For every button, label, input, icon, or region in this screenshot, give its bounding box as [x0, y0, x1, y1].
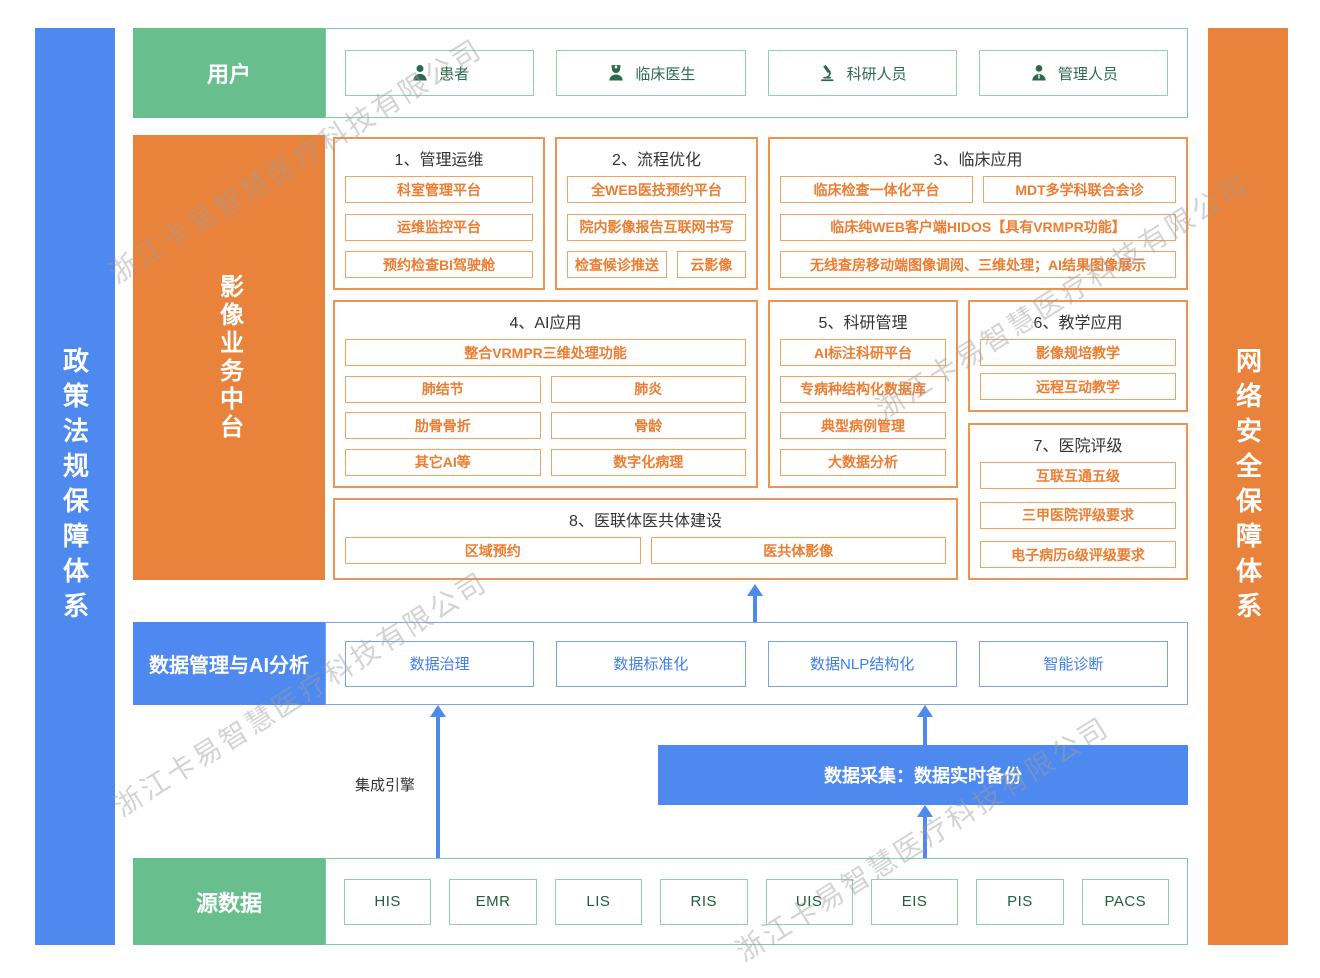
doctor-icon — [609, 65, 624, 81]
platform-item: 数字化病理 — [550, 448, 746, 476]
data-mgmt-row-label: 数据管理与AI分析 — [133, 622, 325, 705]
user-item-label: 临床医生 — [635, 65, 696, 83]
platform-item: 专病种结构化数据库 — [780, 375, 946, 403]
arrow-up-to-collection — [917, 805, 933, 817]
platform-item: 预约检查BI驾驶舱 — [345, 251, 533, 278]
section-teaching-application: 6、教学应用 影像规培教学 远程互动教学 — [968, 300, 1188, 412]
source-system-item: EIS — [870, 878, 959, 925]
platform-item: 肺结节 — [345, 375, 541, 403]
source-data-row: HIS EMR LIS RIS UIS EIS PIS PACS — [325, 858, 1188, 945]
source-data-row-label: 源数据 — [133, 858, 325, 945]
arrow-line — [923, 716, 927, 745]
source-system-item: EMR — [449, 878, 537, 925]
network-security-label: 网络安全保障体系 — [1232, 346, 1263, 627]
platform-item: AI标注科研平台 — [780, 339, 946, 366]
section-clinical-application: 3、临床应用 临床检查一体化平台 MDT多学科联合会诊 临床纯WEB客户端HID… — [768, 137, 1188, 290]
platform-item: 远程互动教学 — [980, 373, 1176, 400]
platform-item: 肺炎 — [550, 375, 746, 403]
platform-item: 互联互通五级 — [980, 462, 1176, 489]
data-mgmt-item: 数据NLP结构化 — [767, 640, 957, 687]
platform-item: 骨龄 — [550, 412, 746, 440]
section-title: 7、医院评级 — [1033, 438, 1123, 455]
patient-icon — [413, 65, 427, 81]
section-title: 3、临床应用 — [933, 152, 1023, 169]
platform-item: 科室管理平台 — [345, 176, 533, 203]
platform-item: 无线查房移动端图像调阅、三维处理；AI结果图像展示 — [780, 251, 1176, 278]
arrow-up-to-data-mgmt — [917, 705, 933, 717]
network-security-bar: 网络安全保障体系 — [1208, 28, 1288, 945]
section-medical-alliance: 8、医联体医共体建设 区域预约 医共体影像 — [333, 498, 958, 580]
platform-item: 影像规培教学 — [980, 339, 1176, 366]
platform-item: 检查候诊推送 — [567, 251, 667, 278]
arrow-line — [436, 716, 440, 858]
user-item-clinician: 临床医生 — [556, 50, 746, 96]
source-system-item: PIS — [976, 878, 1064, 925]
section-ai-application: 4、AI应用 整合VRMPR三维处理功能 肺结节 肺炎 肋骨骨折 骨龄 其它AI… — [333, 300, 758, 488]
data-mgmt-row: 数据治理 数据标准化 数据NLP结构化 智能诊断 — [325, 622, 1188, 705]
source-data-row-label-text: 源数据 — [195, 890, 262, 916]
section-process-optimization: 2、流程优化 全WEB医技预约平台 院内影像报告互联网书写 检查候诊推送 云影像 — [555, 137, 758, 290]
platform-item: 云影像 — [676, 251, 746, 278]
platform-item: 三甲医院评级要求 — [980, 501, 1176, 529]
platform-item: 大数据分析 — [780, 448, 946, 476]
users-row-label: 用户 — [133, 28, 325, 118]
platform-item: 肋骨骨折 — [345, 412, 541, 440]
section-hospital-rating: 7、医院评级 互联互通五级 三甲医院评级要求 电子病历6级评级要求 — [968, 423, 1188, 580]
user-item-manager: 管理人员 — [978, 50, 1168, 96]
user-item-label: 管理人员 — [1057, 65, 1118, 83]
data-mgmt-item: 数据标准化 — [556, 640, 746, 687]
section-title: 6、教学应用 — [1033, 315, 1123, 332]
policy-regulation-bar: 政策法规保障体系 — [35, 28, 115, 945]
policy-regulation-label: 政策法规保障体系 — [59, 346, 90, 627]
source-system-item: UIS — [765, 878, 853, 925]
section-title: 8、医联体医共体建设 — [569, 513, 722, 530]
platform-label-text: 影像业务中台 — [215, 273, 243, 442]
user-item-label: 科研人员 — [846, 65, 907, 83]
section-research-management: 5、科研管理 AI标注科研平台 专病种结构化数据库 典型病例管理 大数据分析 — [768, 300, 958, 488]
admin-icon — [1032, 65, 1046, 81]
user-item-patient: 患者 — [345, 50, 535, 96]
source-system-item: LIS — [554, 878, 643, 925]
section-title: 1、管理运维 — [394, 152, 484, 169]
platform-label: 影像业务中台 — [133, 135, 325, 580]
platform-item: 院内影像报告互联网书写 — [567, 213, 746, 241]
arrow-up-integration-engine — [430, 705, 446, 717]
data-collection-box: 数据采集：数据实时备份 — [658, 745, 1188, 805]
platform-item: 医共体影像 — [650, 537, 946, 564]
arrow-line — [923, 816, 927, 858]
data-mgmt-row-label-text: 数据管理与AI分析 — [149, 655, 309, 677]
microscope-icon — [820, 64, 834, 82]
section-title: 2、流程优化 — [612, 152, 701, 169]
data-mgmt-item: 数据治理 — [345, 640, 535, 687]
data-collection-label: 数据采集：数据实时备份 — [824, 766, 1022, 786]
source-system-item: HIS — [344, 878, 432, 925]
platform-item: 临床检查一体化平台 — [780, 176, 973, 203]
platform-item: 全WEB医技预约平台 — [567, 176, 746, 203]
platform-item: MDT多学科联合会诊 — [983, 176, 1176, 203]
users-row: 患者 临床医生 科研人员 管理人员 — [325, 28, 1188, 118]
platform-item: 电子病历6级评级要求 — [980, 541, 1176, 568]
platform-item: 整合VRMPR三维处理功能 — [345, 339, 746, 366]
source-system-item: PACS — [1081, 878, 1169, 925]
arrow-up-to-platform — [747, 584, 763, 596]
section-title: 4、AI应用 — [509, 315, 582, 332]
users-row-label-text: 用户 — [206, 62, 251, 87]
arrow-line — [753, 595, 757, 622]
section-management-ops: 1、管理运维 科室管理平台 运维监控平台 预约检查BI驾驶舱 — [333, 137, 545, 290]
user-item-label: 患者 — [439, 65, 470, 83]
integration-engine-label: 集成引擎 — [355, 777, 416, 794]
section-title: 5、科研管理 — [818, 315, 908, 332]
user-item-researcher: 科研人员 — [767, 50, 957, 96]
platform-item: 运维监控平台 — [345, 213, 533, 241]
platform-item: 其它AI等 — [345, 448, 541, 476]
data-mgmt-item: 智能诊断 — [978, 640, 1168, 687]
platform-item: 典型病例管理 — [780, 412, 946, 440]
platform-item: 区域预约 — [345, 537, 641, 564]
source-system-item: RIS — [660, 878, 748, 925]
platform-item: 临床纯WEB客户端HIDOS【具有VRMPR功能】 — [780, 213, 1176, 241]
